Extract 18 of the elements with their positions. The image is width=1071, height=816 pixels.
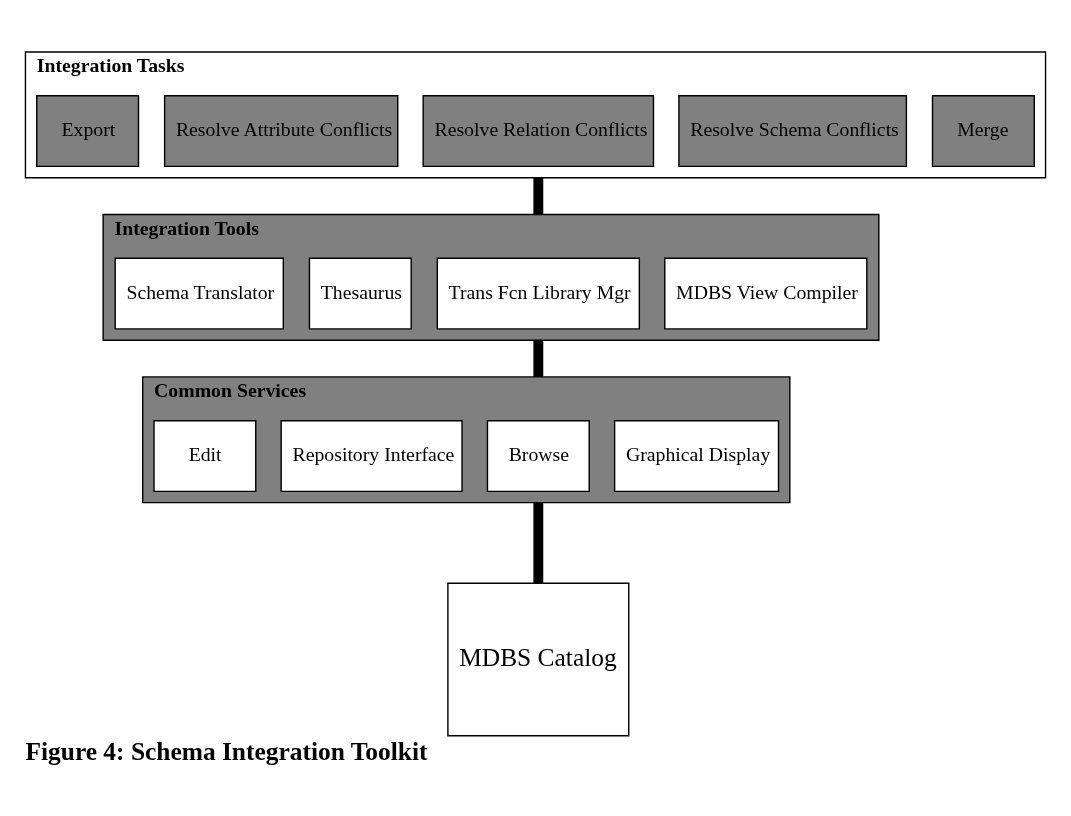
node-box: Edit xyxy=(153,420,257,493)
node-box: Resolve Attribute Conflicts xyxy=(163,95,399,168)
node-box: MDBS Catalog xyxy=(447,582,630,737)
node-box: Merge xyxy=(931,95,1035,168)
node-box: MDBS View Compiler xyxy=(664,257,868,330)
node-box: Schema Translator xyxy=(114,257,284,330)
caption: Figure 4: Schema Integration Toolkit xyxy=(25,737,428,767)
connector xyxy=(533,177,544,215)
node-box: Thesaurus xyxy=(308,257,412,330)
node-box: Trans Fcn Library Mgr xyxy=(436,257,641,330)
connector xyxy=(533,340,544,377)
connector xyxy=(533,502,544,583)
node-box: Graphical Display xyxy=(613,420,780,493)
node-box: Repository Interface xyxy=(280,420,463,493)
node-box: Resolve Schema Conflicts xyxy=(678,95,908,168)
node-box: Export xyxy=(36,95,140,168)
node-box: Browse xyxy=(486,420,590,493)
node-box: Resolve Relation Conflicts xyxy=(422,95,655,168)
